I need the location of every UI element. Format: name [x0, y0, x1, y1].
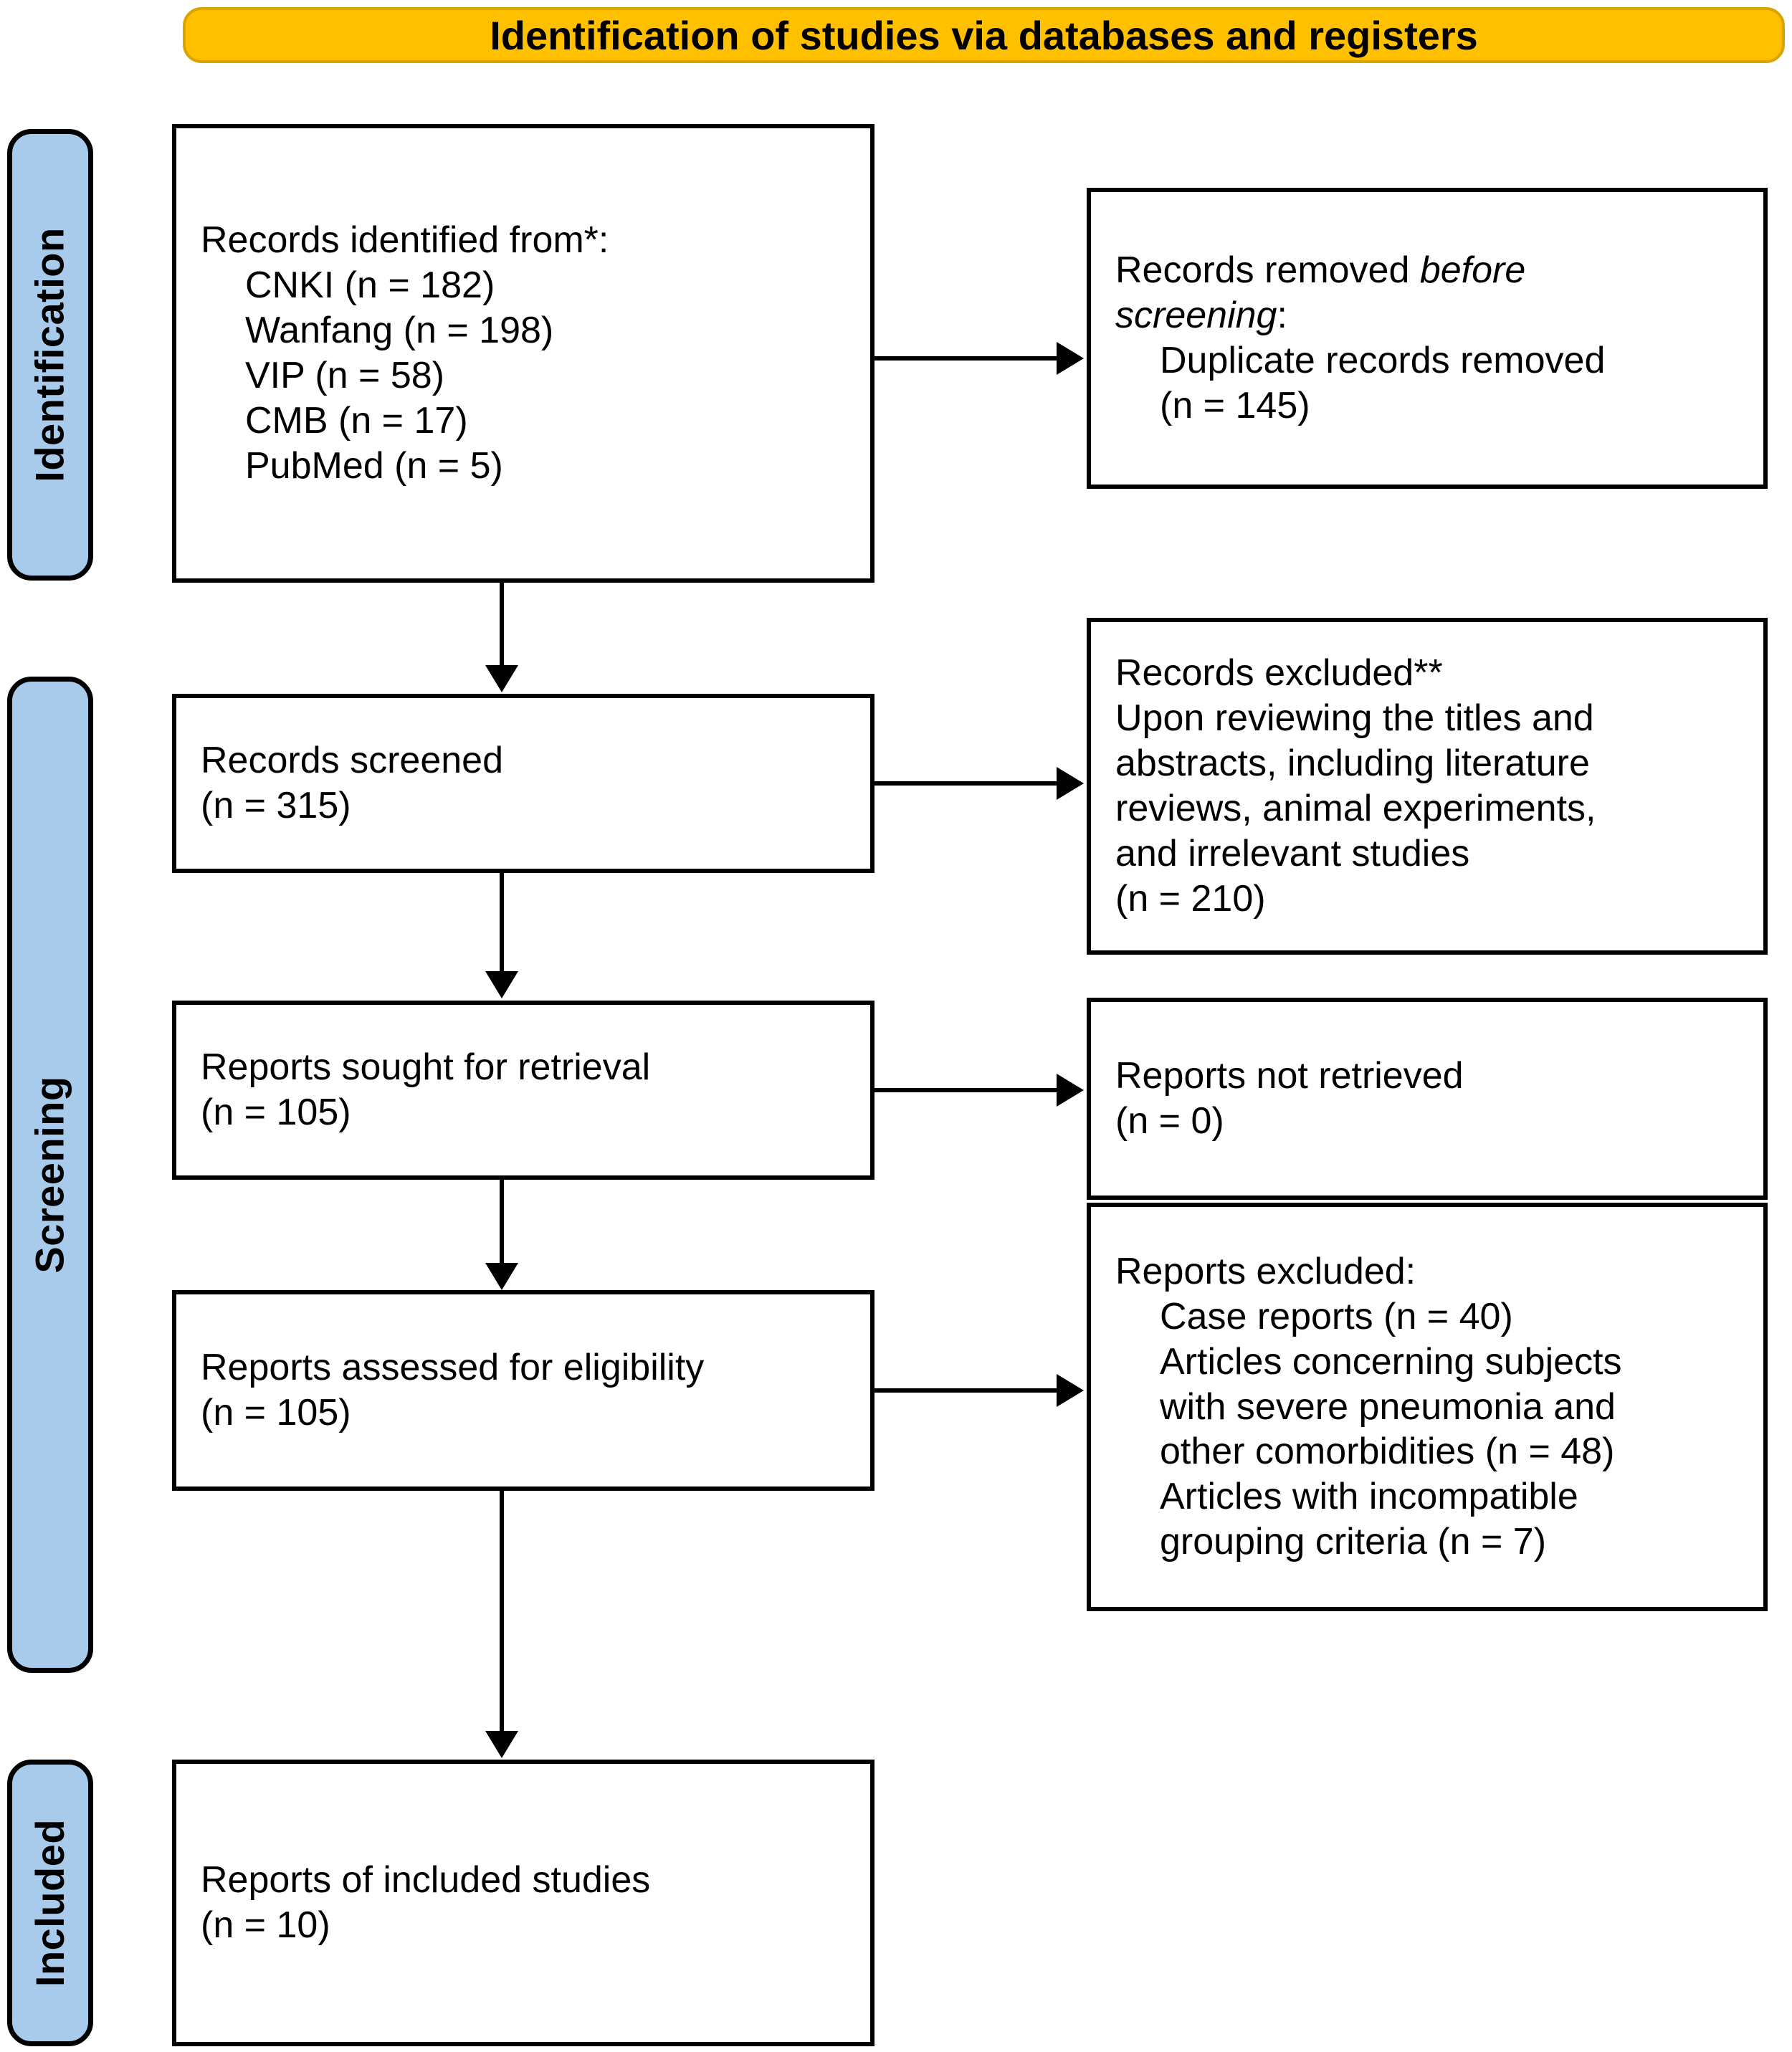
records-excluded-reason-line3: reviews, animal experiments, [1115, 788, 1596, 829]
header-banner: Identification of studies via databases … [183, 7, 1785, 63]
records-removed-heading-italic2: screening [1115, 295, 1277, 337]
records-removed-heading-italic: before [1419, 249, 1526, 292]
connector-sought-to-assessed [500, 1180, 504, 1264]
reports-excluded-item-grouping-line1: Articles with incompatible [1160, 1476, 1578, 1518]
records-removed-item-count: (n = 145) [1160, 384, 1310, 426]
records-identified-heading: Records identified from*: [201, 219, 609, 262]
records-excluded-reason-line1: Upon reviewing the titles and [1115, 697, 1594, 740]
arrowhead-screened-to-sought [485, 971, 518, 998]
phase-label-identification: Identification [27, 227, 73, 482]
records-excluded-reason-line2: abstracts, including literature [1115, 743, 1590, 785]
reports-excluded-item-subjects-line2: with severe pneumonia and [1160, 1385, 1616, 1428]
arrowhead-assessed-to-included [485, 1731, 518, 1758]
connector-identified-to-removed [874, 356, 1059, 361]
phase-label-included: Included [27, 1818, 73, 1987]
records-identified-item-pubmed: PubMed (n = 5) [245, 444, 503, 487]
records-identified-item-cnki: CNKI (n = 182) [245, 264, 495, 307]
phase-label-screening: Screening [27, 1076, 73, 1274]
arrowhead-sought-to-not-retrieved [1057, 1074, 1084, 1107]
reports-excluded-item-subjects-line3: other comorbidities (n = 48) [1160, 1431, 1615, 1473]
connector-sought-to-not-retrieved [874, 1088, 1059, 1092]
reports-included-label: Reports of included studies [201, 1859, 651, 1901]
reports-excluded-item-grouping-line2: grouping criteria (n = 7) [1160, 1521, 1547, 1563]
records-screened-count: (n = 315) [201, 785, 351, 826]
connector-assessed-to-reports-excluded [874, 1388, 1059, 1393]
records-removed-item-duplicates: Duplicate records removed [1160, 340, 1606, 381]
arrowhead-identified-to-removed [1057, 342, 1084, 375]
arrowhead-identified-to-screened [485, 665, 518, 692]
records-identified-item-cmb: CMB (n = 17) [245, 399, 468, 442]
records-excluded-reason-line4: and irrelevant studies [1115, 832, 1470, 874]
records-excluded-count: (n = 210) [1115, 877, 1266, 920]
records-removed-heading-post: : [1277, 295, 1287, 337]
reports-assessed-label: Reports assessed for eligibility [201, 1347, 705, 1389]
reports-sought-label: Reports sought for retrieval [201, 1046, 651, 1089]
reports-included-count: (n = 10) [201, 1904, 330, 1946]
arrowhead-screened-to-excluded [1057, 767, 1084, 800]
connector-identified-to-screened [500, 583, 504, 667]
records-excluded-heading: Records excluded** [1115, 652, 1443, 695]
phase-bar-included: Included [7, 1760, 93, 2046]
box-reports-excluded: Reports excluded: Case reports (n = 40) … [1087, 1203, 1768, 1611]
box-reports-sought: Reports sought for retrieval (n = 105) [172, 1001, 874, 1180]
reports-excluded-item-subjects-line1: Articles concerning subjects [1160, 1340, 1622, 1383]
box-reports-included: Reports of included studies (n = 10) [172, 1760, 874, 2046]
reports-excluded-item-case-reports: Case reports (n = 40) [1160, 1295, 1513, 1337]
arrowhead-sought-to-assessed [485, 1263, 518, 1290]
header-title: Identification of studies via databases … [490, 12, 1478, 58]
connector-assessed-to-included [500, 1491, 504, 1733]
connector-screened-to-excluded [874, 781, 1059, 786]
reports-not-retrieved-label: Reports not retrieved [1115, 1055, 1464, 1097]
records-removed-heading: Records removed before [1115, 248, 1739, 293]
records-identified-item-vip: VIP (n = 58) [245, 355, 444, 396]
box-reports-not-retrieved: Reports not retrieved (n = 0) [1087, 998, 1768, 1200]
reports-not-retrieved-count: (n = 0) [1115, 1100, 1224, 1142]
box-records-screened: Records screened (n = 315) [172, 694, 874, 873]
box-records-identified: Records identified from*: CNKI (n = 182)… [172, 124, 874, 583]
phase-bar-identification: Identification [7, 129, 93, 581]
records-screened-label: Records screened [201, 740, 503, 782]
phase-bar-screening: Screening [7, 677, 93, 1673]
connector-screened-to-sought [500, 873, 504, 973]
reports-sought-count: (n = 105) [201, 1092, 351, 1133]
reports-assessed-count: (n = 105) [201, 1392, 351, 1433]
records-removed-heading-line2: screening: [1115, 293, 1739, 338]
box-records-removed: Records removed before screening: Duplic… [1087, 188, 1768, 489]
records-identified-item-wanfang: Wanfang (n = 198) [245, 310, 554, 352]
reports-excluded-heading: Reports excluded: [1115, 1250, 1416, 1292]
arrowhead-assessed-to-reports-excluded [1057, 1374, 1084, 1407]
records-removed-heading-pre: Records removed [1115, 249, 1420, 292]
box-reports-assessed: Reports assessed for eligibility (n = 10… [172, 1290, 874, 1491]
box-records-excluded: Records excluded** Upon reviewing the ti… [1087, 618, 1768, 955]
